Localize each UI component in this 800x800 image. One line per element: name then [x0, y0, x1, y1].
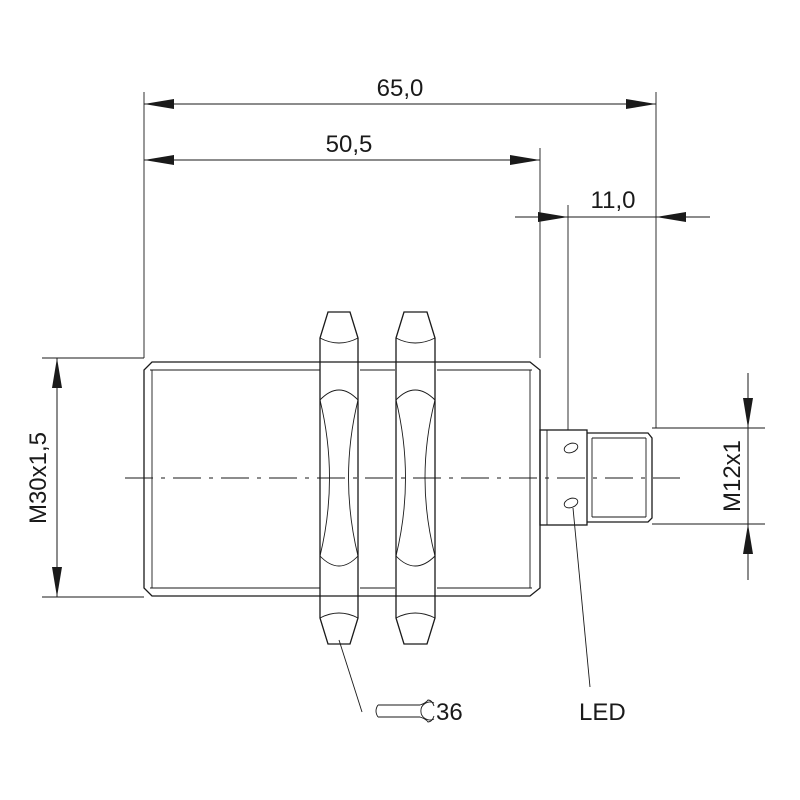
- led-window-top: [563, 442, 579, 454]
- connector-length-label: 11,0: [591, 187, 636, 214]
- led-window-bottom: [563, 497, 579, 509]
- dimension-thread-main: M30x1,5: [25, 358, 62, 597]
- thread-main-label: M30x1,5: [25, 432, 52, 524]
- sensor-housing: [143, 361, 541, 597]
- dimension-overall-length: 65,0: [144, 75, 656, 109]
- dimension-connector-length: 11,0: [515, 187, 710, 222]
- led-label: LED: [579, 699, 626, 726]
- wrench-size-label: 36: [436, 699, 463, 726]
- connector: [539, 429, 653, 526]
- housing-length-label: 50,5: [326, 131, 373, 158]
- dimension-housing-length: 50,5: [144, 131, 540, 165]
- led-callout: LED: [572, 507, 626, 726]
- thread-connector-label: M12x1: [719, 440, 746, 512]
- extension-lines: [42, 92, 765, 598]
- dimension-thread-connector: M12x1: [719, 373, 753, 580]
- wrench-size-callout: 36: [338, 639, 463, 726]
- wrench-icon: [375, 699, 435, 723]
- hex-nut-right: [395, 311, 436, 645]
- overall-length-label: 65,0: [377, 75, 424, 102]
